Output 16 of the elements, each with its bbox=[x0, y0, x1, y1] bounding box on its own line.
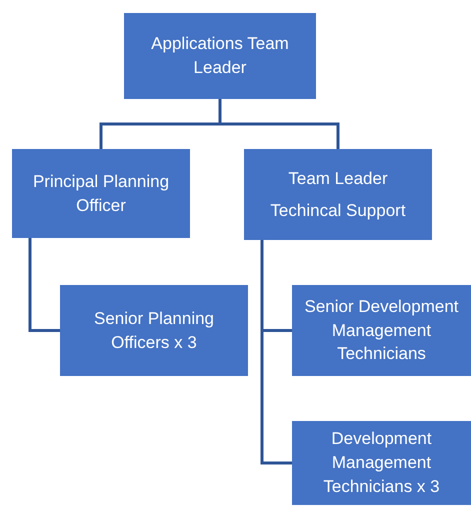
org-box bbox=[292, 421, 471, 505]
org-box bbox=[60, 285, 248, 376]
role-title: Senior Development Management Technicians bbox=[303, 296, 460, 366]
role-title: Team Leader bbox=[288, 168, 388, 190]
role-title: Principal Planning Officer bbox=[32, 170, 170, 216]
org-box bbox=[292, 285, 471, 376]
org-box bbox=[244, 149, 432, 240]
role-title: Applications Team Leader bbox=[150, 33, 290, 79]
role-title: Senior Planning Officers x 3 bbox=[92, 308, 216, 354]
org-box bbox=[12, 149, 190, 238]
role-title: Development Management Technicians x 3 bbox=[322, 428, 441, 498]
role-title: Techincal Support bbox=[270, 200, 406, 222]
connector-line bbox=[218, 99, 340, 149]
org-box bbox=[124, 13, 316, 99]
connector-line bbox=[28, 238, 60, 332]
connector-line bbox=[260, 240, 292, 464]
